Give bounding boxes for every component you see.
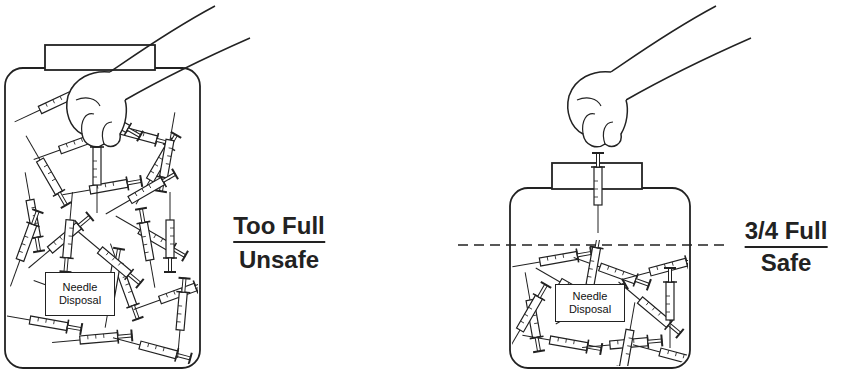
hand: [67, 6, 250, 147]
jar-lid: [45, 45, 155, 70]
hand: [568, 6, 751, 147]
syringe: [621, 252, 688, 286]
label-stack: Needle Disposal: [558, 290, 622, 316]
label-text: Needle Disposal: [48, 281, 112, 307]
syringe: [102, 168, 178, 220]
syringe: [51, 328, 132, 349]
syringe: [163, 192, 177, 272]
syringe: [7, 209, 44, 289]
jar-label: Needle Disposal: [45, 272, 115, 316]
syringe-pile: [512, 240, 688, 366]
jar-body: [510, 188, 690, 368]
label-text: Needle Disposal: [558, 290, 622, 316]
syringe: [512, 281, 552, 357]
syringe: [20, 132, 72, 208]
syringe: [521, 328, 602, 356]
syringe: [663, 268, 677, 348]
jar-label: Needle Disposal: [555, 284, 625, 322]
syringe: [631, 338, 688, 366]
label-stack: Needle Disposal: [48, 281, 112, 307]
syringe: [171, 278, 192, 359]
held-syringe: [591, 153, 605, 233]
syringe: [134, 208, 162, 289]
status-word: Unsafe: [239, 246, 319, 274]
status-word: Safe: [761, 249, 812, 277]
status-heading: 3/4 Full: [745, 217, 828, 248]
fill-line: [458, 244, 728, 246]
status-heading: Too Full: [233, 212, 325, 243]
syringe: [552, 278, 628, 330]
